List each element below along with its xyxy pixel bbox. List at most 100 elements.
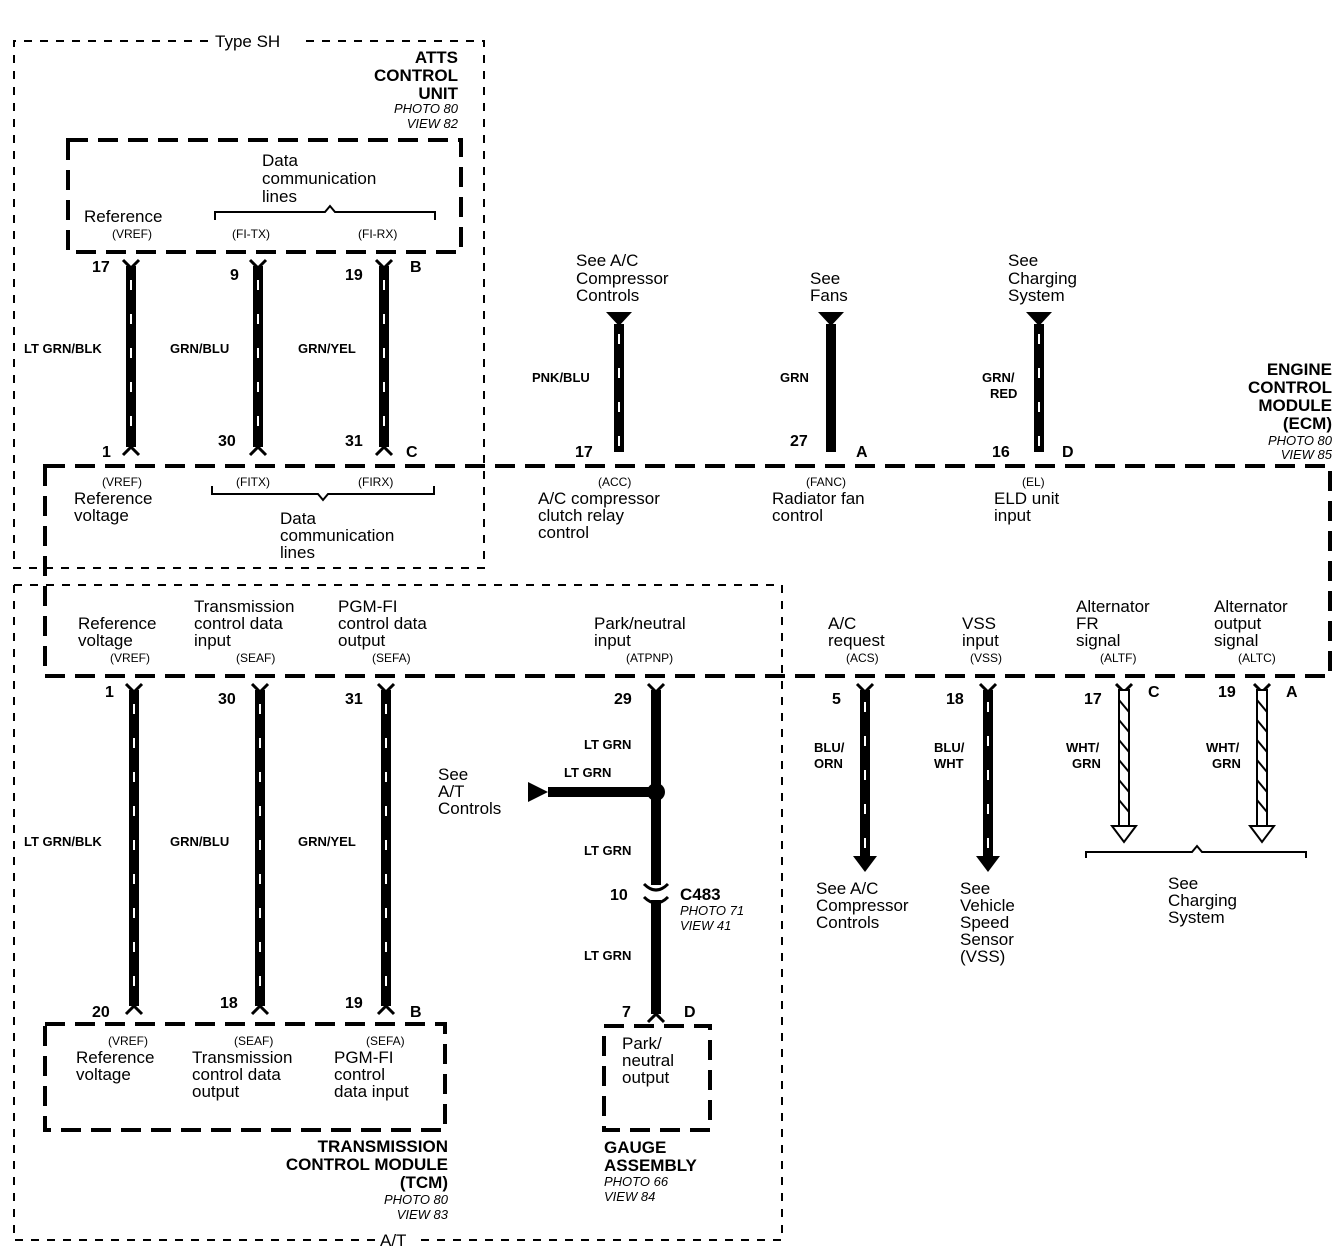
wire-code-wht-grn-1-line1: WHT/ bbox=[1066, 740, 1100, 755]
wire-code-grn-yel-lower: GRN/YEL bbox=[298, 834, 356, 849]
ecm-alt-fr-line1: Alternator bbox=[1076, 597, 1150, 616]
tcm-connector-b: B bbox=[410, 1004, 422, 1021]
ref-ac-top: See A/C Compressor Controls PNK/BLU bbox=[532, 251, 669, 452]
tcm-trans-output-line1: Transmission bbox=[192, 1048, 292, 1067]
ref-vss: See Vehicle Speed Sensor (VSS) bbox=[960, 879, 1015, 966]
ecm-pin-16-top: 16 bbox=[992, 444, 1010, 461]
wire-code-blu-orn-line2: ORN bbox=[814, 756, 843, 771]
gauge-desc-line2: neutral bbox=[622, 1051, 674, 1070]
wire-code-pnk-blu: PNK/BLU bbox=[532, 370, 590, 385]
gauge-desc-line3: output bbox=[622, 1068, 670, 1087]
at-group-outline bbox=[13, 584, 783, 1241]
tcm-code-vref: (VREF) bbox=[108, 1034, 148, 1048]
connector-arrow-ac-bottom bbox=[853, 856, 877, 872]
atts-datacomm-line3: lines bbox=[262, 187, 297, 206]
ecm-datacomm-line1: Data bbox=[280, 509, 316, 528]
ecm-pin-17-top: 17 bbox=[575, 444, 593, 461]
ecm-pgm-output-line3: output bbox=[338, 631, 386, 650]
wire-code-grn-red-line2: RED bbox=[990, 386, 1017, 401]
wire-code-grn-yel-upper: GRN/YEL bbox=[298, 341, 356, 356]
tcm-title-line2: CONTROL MODULE bbox=[286, 1155, 448, 1174]
wire-lt-grn-park-neutral bbox=[528, 682, 670, 1024]
ref-vss-line4: Sensor bbox=[960, 930, 1014, 949]
ecm-pin-29: 29 bbox=[614, 691, 632, 708]
wire-code-wht-grn-2-line2: GRN bbox=[1212, 756, 1241, 771]
ref-charging-top: See Charging System GRN/ RED bbox=[982, 251, 1077, 452]
ecm-pin-31-top: 31 bbox=[345, 433, 363, 450]
ecm-photo: PHOTO 80 bbox=[1268, 433, 1333, 448]
connector-c483: 10 C483 PHOTO 71 VIEW 41 bbox=[610, 885, 744, 933]
ecm-park-input-line2: input bbox=[594, 631, 631, 650]
transmission-control-module: 20 18 19 B (VREF) (SEAF) (SEFA) Referenc… bbox=[43, 995, 449, 1222]
wire-code-grn-red-line1: GRN/ bbox=[982, 370, 1015, 385]
connector-arrow-at-controls bbox=[528, 782, 548, 802]
wire-code-blu-orn-line1: BLU/ bbox=[814, 740, 845, 755]
ecm-el-desc-line1: ELD unit bbox=[994, 489, 1059, 508]
ref-at-controls: See A/T Controls bbox=[438, 765, 501, 818]
ecm-code-sefa: (SEFA) bbox=[372, 651, 411, 665]
ref-fans: See Fans GRN bbox=[780, 269, 848, 452]
gauge-box bbox=[602, 1024, 712, 1132]
atts-title-line3: UNIT bbox=[418, 84, 458, 103]
ref-at-controls-line2: A/T bbox=[438, 782, 464, 801]
ecm-trans-input-line3: input bbox=[194, 631, 231, 650]
atts-pin-9: 9 bbox=[230, 267, 239, 284]
tcm-title-line3: (TCM) bbox=[400, 1173, 448, 1192]
ref-fans-line1: See bbox=[810, 269, 840, 288]
wire-grn-blu-upper bbox=[248, 258, 268, 457]
tcm-ref-line1: Reference bbox=[76, 1048, 154, 1067]
tcm-title-line1: TRANSMISSION bbox=[318, 1137, 448, 1156]
ecm-ref-voltage-bottom-line2: voltage bbox=[78, 631, 133, 650]
ecm-box bbox=[43, 464, 1332, 678]
ecm-pin-1-bottom: 1 bbox=[105, 684, 114, 701]
atts-code-fitx: (FI-TX) bbox=[232, 227, 270, 241]
ecm-trans-input-line2: control data bbox=[194, 614, 283, 633]
tcm-pgm-input-line1: PGM-FI bbox=[334, 1048, 394, 1067]
ecm-acc-desc-line2: clutch relay bbox=[538, 506, 624, 525]
tcm-view: VIEW 83 bbox=[397, 1207, 449, 1222]
wire-code-lt-grn-2: LT GRN bbox=[564, 765, 611, 780]
atts-title-line1: ATTS bbox=[415, 48, 458, 67]
ecm-trans-input-line1: Transmission bbox=[194, 597, 294, 616]
ecm-fanc-desc-line2: control bbox=[772, 506, 823, 525]
ecm-code-firx: (FIRX) bbox=[358, 475, 393, 489]
tcm-pin-19: 19 bbox=[345, 995, 363, 1012]
ecm-view: VIEW 85 bbox=[1281, 447, 1333, 462]
wire-lt-grn-blk-lower bbox=[124, 682, 144, 1016]
c483-connector-top bbox=[642, 882, 670, 892]
ecm-ac-request-line1: A/C bbox=[828, 614, 856, 633]
ref-ac-top-line1: See A/C bbox=[576, 251, 638, 270]
c483-view: VIEW 41 bbox=[680, 918, 731, 933]
ecm-pin-30-bottom: 30 bbox=[218, 691, 236, 708]
ecm-connector-c-top: C bbox=[406, 444, 418, 461]
ecm-code-vref-bottom: (VREF) bbox=[110, 651, 150, 665]
wire-code-blu-wht-line1: BLU/ bbox=[934, 740, 965, 755]
ecm-code-fitx: (FITX) bbox=[236, 475, 270, 489]
c483-pin-10: 10 bbox=[610, 887, 628, 904]
wire-code-lt-grn-blk-upper: LT GRN/BLK bbox=[24, 341, 102, 356]
atts-code-firx: (FI-RX) bbox=[358, 227, 397, 241]
gauge-connector-d: D bbox=[684, 1004, 696, 1021]
ref-ac-bottom-line1: See A/C bbox=[816, 879, 878, 898]
ecm-title-line2: CONTROL bbox=[1248, 378, 1332, 397]
atts-pin-19: 19 bbox=[345, 267, 363, 284]
tcm-pgm-input-line3: data input bbox=[334, 1082, 409, 1101]
atts-datacomm-brace bbox=[214, 204, 436, 220]
ecm-connector-a-bottom: A bbox=[1286, 684, 1298, 701]
ecm-title-line4: (ECM) bbox=[1283, 414, 1332, 433]
wire-code-wht-grn-2-line1: WHT/ bbox=[1206, 740, 1240, 755]
type-sh-label: Type SH bbox=[215, 32, 280, 51]
charging-brace bbox=[1085, 844, 1307, 858]
engine-control-module: ENGINE CONTROL MODULE (ECM) PHOTO 80 VIE… bbox=[43, 360, 1333, 708]
ecm-el-desc-line2: input bbox=[994, 506, 1031, 525]
tcm-trans-output-line2: control data bbox=[192, 1065, 281, 1084]
connector-arrow-fans bbox=[818, 312, 844, 326]
ref-charging-top-line2: Charging bbox=[1008, 269, 1077, 288]
tcm-code-sefa: (SEFA) bbox=[366, 1034, 405, 1048]
wire-code-wht-grn-1-line2: GRN bbox=[1072, 756, 1101, 771]
ecm-code-el: (EL) bbox=[1022, 475, 1045, 489]
wire-code-blu-wht-line2: WHT bbox=[934, 756, 964, 771]
atts-pin-17: 17 bbox=[92, 259, 110, 276]
tcm-photo: PHOTO 80 bbox=[384, 1192, 449, 1207]
